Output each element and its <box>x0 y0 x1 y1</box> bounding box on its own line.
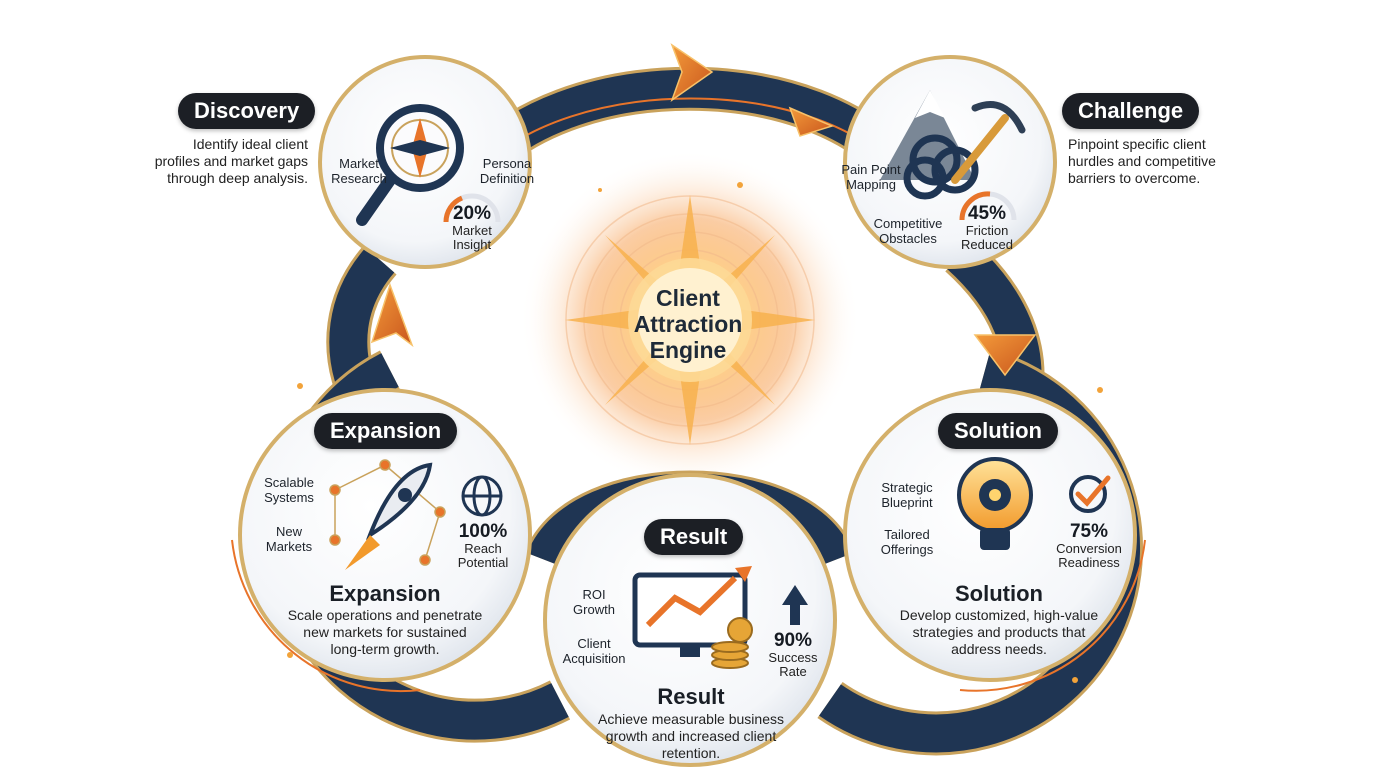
center-title: Client Attraction Engine <box>633 285 743 363</box>
arrow-top <box>670 43 714 102</box>
globe-icon <box>461 475 503 517</box>
solution-stat: 75% Conversion Readiness <box>1056 521 1122 570</box>
solution-title: Solution <box>955 581 1043 606</box>
magnifier-icon <box>356 174 396 226</box>
result-description: Achieve measurable business growth and i… <box>598 711 784 761</box>
network-icon <box>329 459 446 566</box>
discovery-description: Identify ideal client profiles and marke… <box>154 136 308 186</box>
mountain-icon <box>880 90 975 180</box>
expansion-stat: 100% Reach Potential <box>457 521 509 570</box>
arrow-left <box>370 282 414 348</box>
discovery-gauge <box>443 193 501 223</box>
solution-pill: Solution <box>938 413 1058 449</box>
compass-icon <box>376 104 464 192</box>
rocket-icon <box>345 462 433 570</box>
expansion-pill: Expansion <box>314 413 458 449</box>
arrow-top-small <box>788 106 835 137</box>
solution-description: Develop customized, high-value strategie… <box>899 607 1099 657</box>
monitor-chart-icon <box>632 566 752 657</box>
challenge-pill: Challenge <box>1062 93 1200 129</box>
arrow-right <box>973 334 1037 377</box>
knot-icon <box>903 134 979 200</box>
challenge-gauge <box>959 191 1017 221</box>
discovery-pill: Discovery <box>178 93 316 129</box>
result-stat: 90% Success Rate <box>768 630 818 679</box>
result-pill: Result <box>644 519 744 555</box>
up-arrow-icon <box>782 585 808 625</box>
challenge-description: Pinpoint specific client hurdles and com… <box>1068 136 1216 186</box>
checkmark-icon <box>1069 475 1111 513</box>
expansion-disc <box>238 388 532 682</box>
discovery-stat: 20% Market Insight <box>452 203 492 252</box>
expansion-title: Expansion <box>329 581 441 606</box>
result-title: Result <box>657 684 725 709</box>
coins-icon <box>711 617 753 669</box>
challenge-stat: 45% Friction Reduced <box>960 203 1014 252</box>
sparkles <box>287 182 1103 683</box>
gear-icon <box>979 479 1011 511</box>
pickaxe-icon <box>951 101 1026 184</box>
expansion-description: Scale operations and penetrate new marke… <box>287 607 483 657</box>
